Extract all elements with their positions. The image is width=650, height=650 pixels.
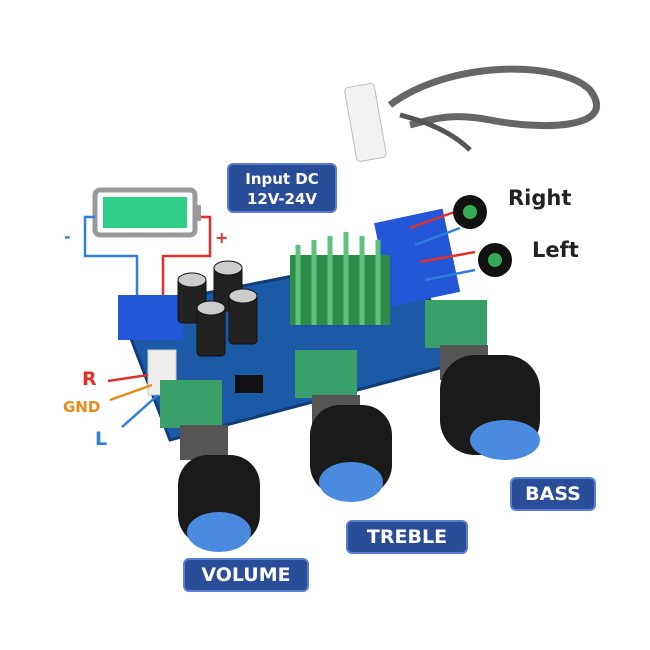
volume-badge: VOLUME (183, 558, 309, 592)
power-terminal (118, 295, 183, 340)
negative-wire (83, 215, 139, 310)
bass-badge: BASS (510, 477, 596, 511)
left-speaker-icon (478, 243, 512, 277)
input-dc-badge: Input DC 12V-24V (227, 163, 337, 213)
cable-with-connector (344, 65, 600, 162)
battery-icon (92, 187, 201, 238)
treble-knob[interactable] (295, 350, 392, 502)
minus-label: - (64, 227, 71, 246)
volume-knob[interactable] (160, 380, 260, 552)
capacitors (177, 260, 258, 357)
treble-badge: TREBLE (346, 520, 468, 554)
l-label: L (95, 428, 108, 450)
heatsink (290, 232, 390, 325)
chip (235, 375, 263, 393)
bass-knob[interactable] (425, 300, 540, 460)
plus-label: + (215, 228, 229, 247)
input-voltage-label: 12V-24V (246, 190, 318, 208)
positive-wire (161, 215, 212, 310)
left-label: Left (532, 238, 579, 262)
speaker-terminal (374, 208, 461, 307)
r-label: R (82, 368, 97, 390)
gnd-label: GND (63, 398, 101, 416)
input-dc-label: Input DC (245, 170, 319, 188)
right-speaker-icon (453, 195, 487, 229)
right-label: Right (508, 186, 572, 210)
